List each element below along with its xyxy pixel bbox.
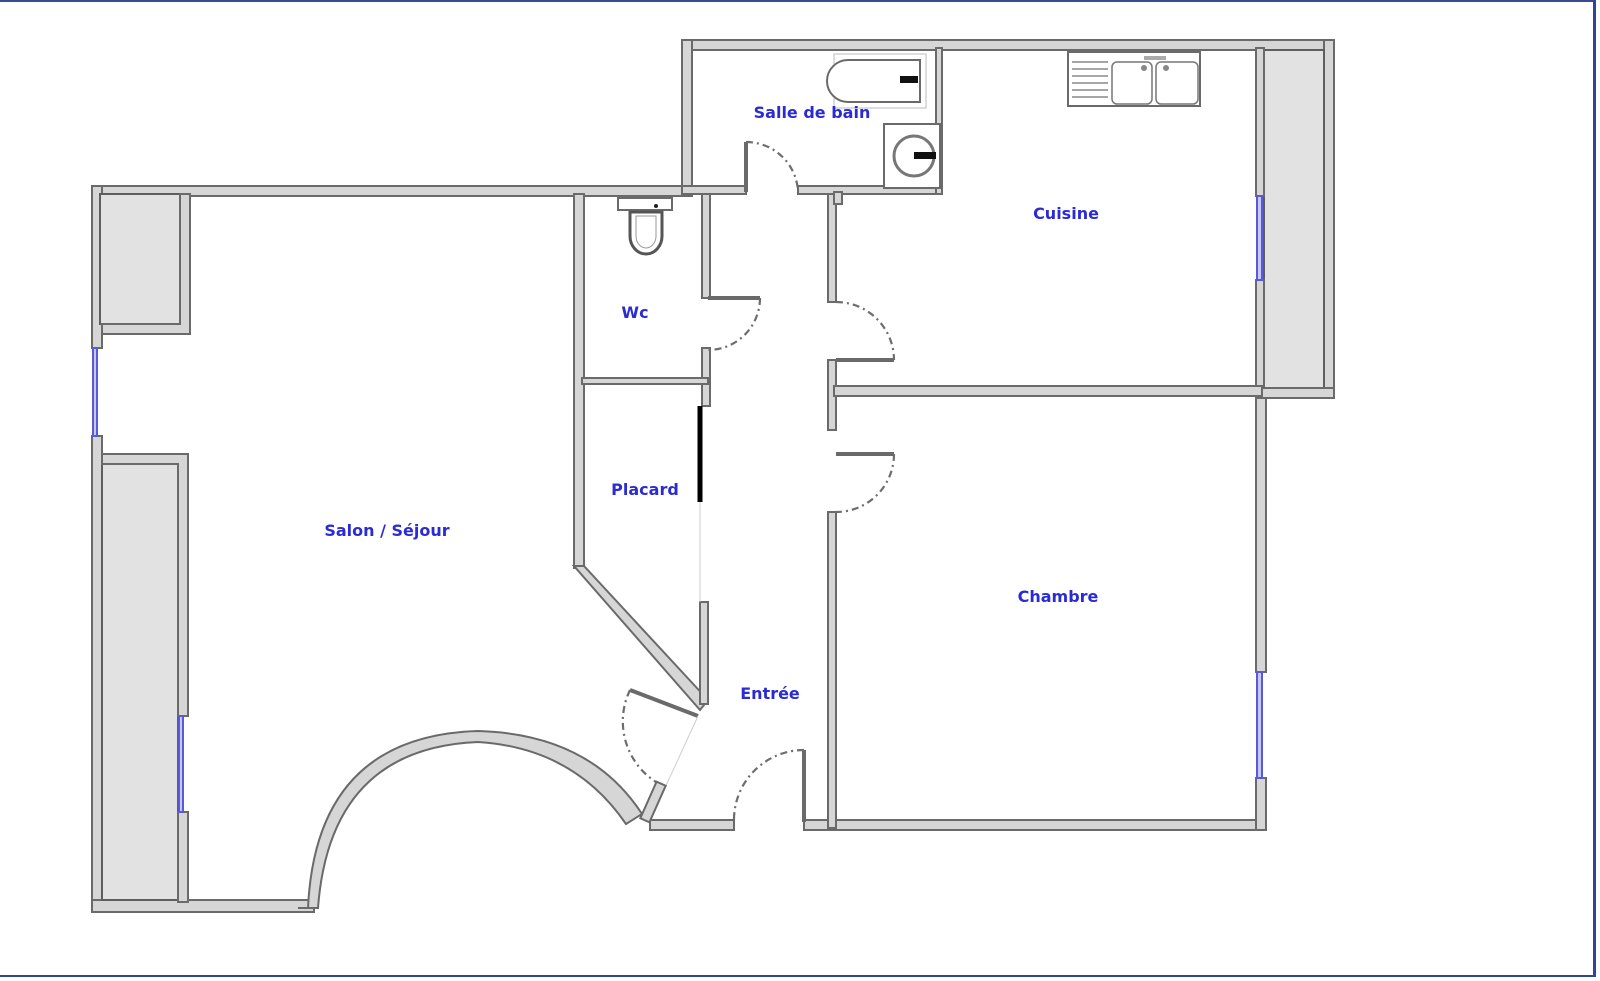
bathtub-icon (826, 53, 927, 109)
toilet-icon (617, 197, 673, 256)
room-label-entree: Entrée (740, 684, 800, 703)
washbasin-icon (883, 123, 941, 189)
room-label-placard: Placard (611, 480, 679, 499)
room-label-cuisine: Cuisine (1033, 204, 1099, 223)
room-label-chambre: Chambre (1018, 587, 1099, 606)
room-label-wc: Wc (621, 303, 648, 322)
windows (92, 195, 1263, 813)
room-label-salle-de-bain: Salle de bain (754, 103, 871, 122)
interior-walls (571, 47, 1263, 829)
fixtures (617, 51, 1201, 256)
room-labels: Salle de bain Cuisine Wc Placard Salon /… (324, 103, 1099, 703)
balconies (99, 47, 1335, 903)
doors (621, 140, 896, 824)
double-sink-icon (1067, 51, 1201, 107)
curved-wall (298, 729, 644, 909)
room-label-salon: Salon / Séjour (324, 521, 449, 540)
exterior-walls (91, 39, 1335, 913)
